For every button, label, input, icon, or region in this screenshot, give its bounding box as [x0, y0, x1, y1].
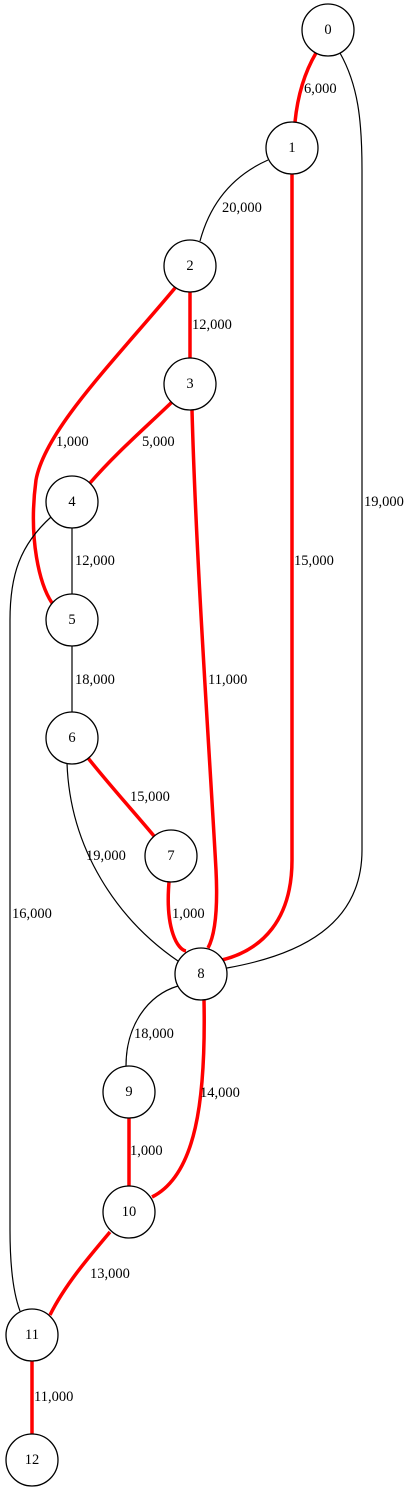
node-12: 12: [5, 1433, 59, 1487]
node-label: 7: [167, 848, 174, 864]
node-label: 8: [197, 966, 204, 982]
node-4: 4: [45, 475, 99, 529]
edge-label-5-6: 18,000: [75, 672, 115, 688]
edge-label-4-5: 12,000: [75, 553, 115, 569]
edge-label-3-4: 5,000: [142, 434, 175, 450]
node-circle: [163, 239, 217, 293]
edge-label-0-8: 19,000: [364, 494, 404, 510]
node-label: 3: [186, 376, 193, 392]
node-6: 6: [45, 711, 99, 765]
edge-1-2: [199, 159, 269, 242]
edge-label-1-2: 20,000: [222, 200, 262, 216]
edge-0-8: [226, 52, 363, 969]
node-circle: [102, 1065, 156, 1119]
node-5: 5: [45, 593, 99, 647]
node-label: 11: [25, 1327, 39, 1343]
node-circle: [265, 121, 319, 175]
edge-8-10-highlighted: [151, 999, 206, 1199]
node-circle: [45, 475, 99, 529]
edge-4-11: [9, 516, 52, 1312]
node-2: 2: [163, 239, 217, 293]
edge-label-2-5: 1,000: [56, 434, 89, 450]
edge-7-8-highlighted: [166, 881, 187, 953]
node-3: 3: [163, 357, 217, 411]
node-label: 1: [288, 140, 295, 156]
node-circle: [45, 593, 99, 647]
edge-3-8-highlighted: [190, 409, 219, 949]
node-circle: [163, 357, 217, 411]
edge-label-6-8: 19,000: [86, 848, 126, 864]
edge-6-8: [66, 762, 179, 962]
edge-label-4-11: 16,000: [12, 906, 52, 922]
edge-label-3-8: 11,000: [208, 672, 247, 688]
node-10: 10: [102, 1185, 156, 1239]
node-label: 12: [25, 1452, 40, 1468]
node-circle: [174, 947, 228, 1001]
node-circle: [301, 3, 355, 57]
node-0: 0: [301, 3, 355, 57]
edge-2-5-highlighted: [31, 286, 177, 604]
node-label: 9: [125, 1084, 132, 1100]
node-label: 4: [68, 494, 76, 510]
edge-labels-layer: 6,000 19,000 20,000 15,000 12,000 1,000 5,000 1…: [12, 81, 404, 1405]
edge-0-1-highlighted: [293, 52, 318, 123]
node-label: 10: [122, 1204, 137, 1220]
node-9: 9: [102, 1065, 156, 1119]
edge-6-7-highlighted: [86, 756, 156, 838]
node-circle: [45, 711, 99, 765]
edge-label-9-10: 1,000: [130, 1143, 163, 1159]
node-8: 8: [174, 947, 228, 1001]
node-11: 11: [5, 1308, 59, 1362]
node-1: 1: [265, 121, 319, 175]
edge-label-0-1: 6,000: [304, 81, 337, 97]
edge-10-11-highlighted: [48, 1230, 112, 1316]
edge-1-8-highlighted: [221, 174, 294, 962]
node-label: 5: [68, 612, 75, 628]
edge-3-4-highlighted: [88, 400, 174, 485]
edge-label-10-11: 13,000: [90, 1266, 130, 1282]
edge-label-6-7: 15,000: [130, 789, 170, 805]
node-label: 6: [68, 730, 75, 746]
edge-label-11-12: 11,000: [34, 1389, 73, 1405]
edge-label-1-8: 15,000: [294, 553, 334, 569]
node-7: 7: [144, 829, 198, 883]
edge-label-8-9: 18,000: [134, 1026, 174, 1042]
node-label: 2: [186, 258, 193, 274]
edge-label-7-8: 1,000: [172, 906, 205, 922]
node-circle: [102, 1185, 156, 1239]
edges-layer: [9, 52, 363, 1434]
node-circle: [144, 829, 198, 883]
edge-8-9: [125, 985, 179, 1067]
edge-label-8-10: 14,000: [200, 1085, 240, 1101]
node-circle: [5, 1308, 59, 1362]
node-circle: [5, 1433, 59, 1487]
node-label: 0: [324, 22, 331, 38]
edge-label-2-3: 12,000: [192, 317, 232, 333]
